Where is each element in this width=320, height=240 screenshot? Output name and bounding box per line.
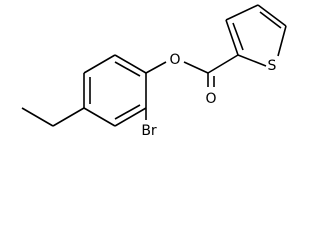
ester-oxygen-label: O	[169, 52, 180, 68]
ring-bond	[83, 54, 116, 74]
thiophene-bond	[277, 25, 287, 57]
thiophene-bond	[225, 19, 239, 56]
ethyl-bond	[52, 107, 85, 127]
bromine-label: Br	[141, 123, 157, 139]
oxygen-carbonyl-carbon-bond	[183, 61, 209, 74]
thiophene-double-bond	[259, 11, 282, 29]
ring-double-bond	[114, 61, 141, 77]
ester-linkage	[145, 54, 239, 87]
thiophene-bond	[237, 54, 267, 67]
ethyl-bond	[21, 107, 54, 127]
sulfur-label: S	[268, 58, 277, 74]
chemical-structure-diagram: O O S Br	[21, 4, 287, 139]
thiophene-ring	[225, 4, 287, 67]
benzene-ring	[83, 54, 147, 127]
thiophene-bond	[257, 4, 287, 27]
carbonyl-oxygen-label: O	[205, 91, 216, 107]
ring-double-bond	[114, 104, 141, 120]
thiophene-bond	[225, 4, 259, 21]
ring-bond	[83, 107, 116, 127]
aryl-oxygen-bond	[145, 61, 167, 74]
ring-bond	[114, 107, 147, 127]
thiophene-double-bond	[232, 22, 244, 51]
ring-bond	[114, 54, 147, 74]
ethyl-group	[21, 107, 85, 127]
carbonyl-thiophene-bond	[207, 54, 239, 74]
